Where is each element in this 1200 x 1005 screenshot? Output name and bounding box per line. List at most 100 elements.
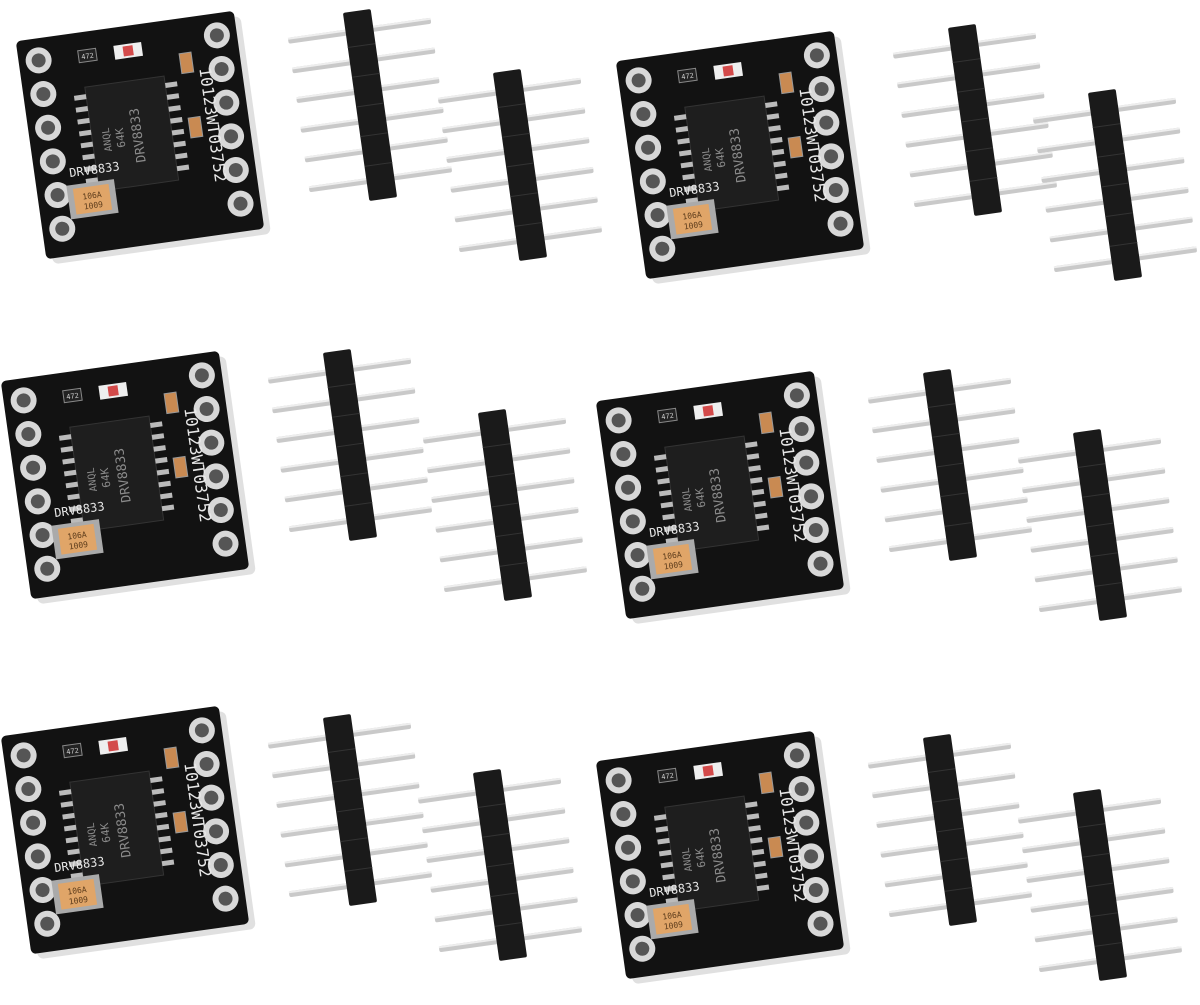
ic-pin bbox=[756, 524, 770, 532]
ic-pin bbox=[750, 836, 763, 844]
pad-hole bbox=[26, 460, 41, 475]
pad-hole bbox=[635, 941, 650, 956]
ic-pin bbox=[156, 468, 170, 476]
pad-hole bbox=[199, 401, 214, 416]
ceramic-cap bbox=[163, 391, 180, 415]
header-divider bbox=[927, 403, 956, 409]
ceramic-cap bbox=[758, 771, 775, 795]
header-divider bbox=[936, 827, 964, 833]
header-divider bbox=[494, 921, 523, 927]
pad-hole bbox=[621, 840, 636, 855]
tantalum-cap bbox=[57, 878, 98, 910]
pad-hole bbox=[219, 95, 234, 110]
ceramic-cap bbox=[172, 455, 189, 479]
ic-pin bbox=[663, 885, 677, 893]
ic-pin bbox=[58, 434, 72, 441]
ic-pin bbox=[745, 441, 758, 448]
ic-pin bbox=[678, 149, 692, 157]
ic-pin bbox=[657, 477, 670, 485]
header-divider bbox=[965, 147, 994, 153]
ic-pin bbox=[766, 113, 780, 120]
pad-hole bbox=[631, 73, 646, 88]
pin-header-10 bbox=[417, 769, 582, 961]
ic-pin bbox=[160, 847, 173, 855]
ic-pin bbox=[776, 184, 790, 192]
ic-pin bbox=[161, 504, 175, 512]
resistor-code: 472 bbox=[66, 747, 80, 757]
pad-hole bbox=[789, 748, 804, 763]
ic-pin bbox=[73, 94, 87, 101]
header-divider bbox=[477, 803, 506, 809]
pad-hole bbox=[204, 435, 219, 450]
ic-pin bbox=[683, 185, 697, 193]
resistor bbox=[657, 407, 678, 424]
header-divider bbox=[1092, 123, 1121, 129]
ic-pin bbox=[62, 812, 75, 820]
resistor-code: 472 bbox=[681, 72, 695, 82]
ic-pin bbox=[58, 789, 72, 796]
ic-marking: 64K bbox=[713, 147, 729, 169]
ic-pin bbox=[62, 457, 75, 465]
ic-pin bbox=[655, 826, 669, 833]
pad-hole bbox=[625, 514, 640, 529]
tantalum-code-2: 1009 bbox=[663, 920, 684, 932]
led-die bbox=[722, 65, 734, 77]
pad-hole bbox=[228, 163, 243, 178]
ceramic-cap bbox=[187, 115, 204, 139]
tantalum-code: 106A bbox=[67, 530, 88, 542]
ceramic-cap bbox=[163, 746, 180, 770]
ic-pin bbox=[751, 848, 765, 856]
header-divider bbox=[336, 807, 364, 813]
ic-marking: 64K bbox=[98, 467, 114, 489]
ceramic-cap bbox=[178, 51, 195, 75]
pad-hole bbox=[625, 874, 640, 889]
ic-pin bbox=[166, 93, 180, 100]
tantalum-code: 106A bbox=[662, 910, 683, 922]
header-divider bbox=[360, 132, 389, 138]
pad-hole bbox=[35, 528, 50, 543]
ic-pin bbox=[753, 500, 766, 508]
silkscreen-label: DRV8833 bbox=[53, 499, 105, 520]
ic-pin bbox=[158, 835, 171, 843]
header-divider bbox=[944, 886, 973, 892]
pad-hole bbox=[35, 883, 50, 898]
ic-pin bbox=[775, 172, 788, 180]
pad-hole bbox=[808, 523, 823, 538]
pad-hole bbox=[630, 548, 645, 563]
ic-pin bbox=[77, 117, 90, 125]
header-divider bbox=[501, 132, 530, 138]
header-divider bbox=[1086, 882, 1114, 888]
header-divider bbox=[336, 442, 364, 448]
pin-header-3 bbox=[892, 24, 1057, 216]
header-divider bbox=[1101, 182, 1129, 188]
ceramic-cap bbox=[758, 411, 775, 435]
ic-pin bbox=[63, 824, 77, 832]
ic-pin bbox=[158, 480, 171, 488]
pad-hole bbox=[30, 494, 45, 509]
ic-code: ANQL bbox=[701, 147, 715, 172]
ic-pin bbox=[746, 453, 760, 460]
header-divider bbox=[1090, 912, 1119, 918]
header-divider bbox=[506, 162, 534, 168]
ic-pin bbox=[80, 141, 94, 149]
resistor bbox=[62, 387, 83, 404]
ic-pin bbox=[675, 126, 689, 133]
ic-pin bbox=[160, 492, 173, 500]
header-divider bbox=[931, 432, 960, 438]
pad-hole bbox=[16, 748, 31, 763]
pad-hole bbox=[40, 561, 55, 576]
ic-pin bbox=[746, 813, 760, 820]
pad-hole bbox=[204, 790, 219, 805]
ic-pin bbox=[673, 114, 687, 121]
ic-pin bbox=[765, 101, 778, 108]
pad-hole bbox=[828, 183, 843, 198]
header-divider bbox=[497, 103, 526, 109]
pin-header-5 bbox=[267, 349, 432, 541]
ic-pin bbox=[658, 489, 672, 497]
pad-hole bbox=[824, 149, 839, 164]
pad-hole bbox=[655, 241, 670, 256]
